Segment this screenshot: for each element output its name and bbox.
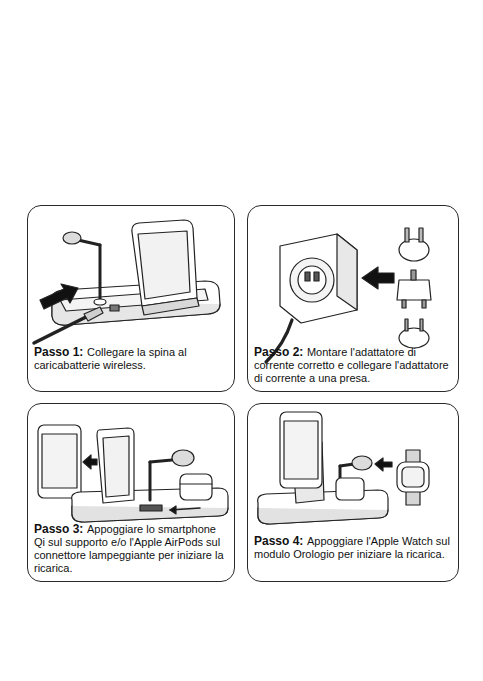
step-heading: Passo 4: <box>254 534 303 548</box>
step-panel: Passo 2:Montare l'adattatore di corrente… <box>247 205 459 392</box>
step-heading: Passo 1: <box>34 345 83 359</box>
step-caption: Passo 1:Collegare la spina al caricabatt… <box>34 346 229 372</box>
step-heading: Passo 3: <box>34 522 83 536</box>
step-panel: Passo 1:Collegare la spina al caricabatt… <box>27 205 235 392</box>
step-caption: Passo 3:Appoggiare lo smartphone Qi sul … <box>34 523 229 575</box>
step-caption: Passo 2:Montare l'adattatore di corrente… <box>254 346 453 385</box>
step-panel: Passo 4:Appoggiare l'Apple Watch sul mod… <box>247 403 459 582</box>
step-heading: Passo 2: <box>254 345 303 359</box>
step-caption: Passo 4:Appoggiare l'Apple Watch sul mod… <box>254 535 453 561</box>
step-panel: Passo 3:Appoggiare lo smartphone Qi sul … <box>27 403 235 582</box>
